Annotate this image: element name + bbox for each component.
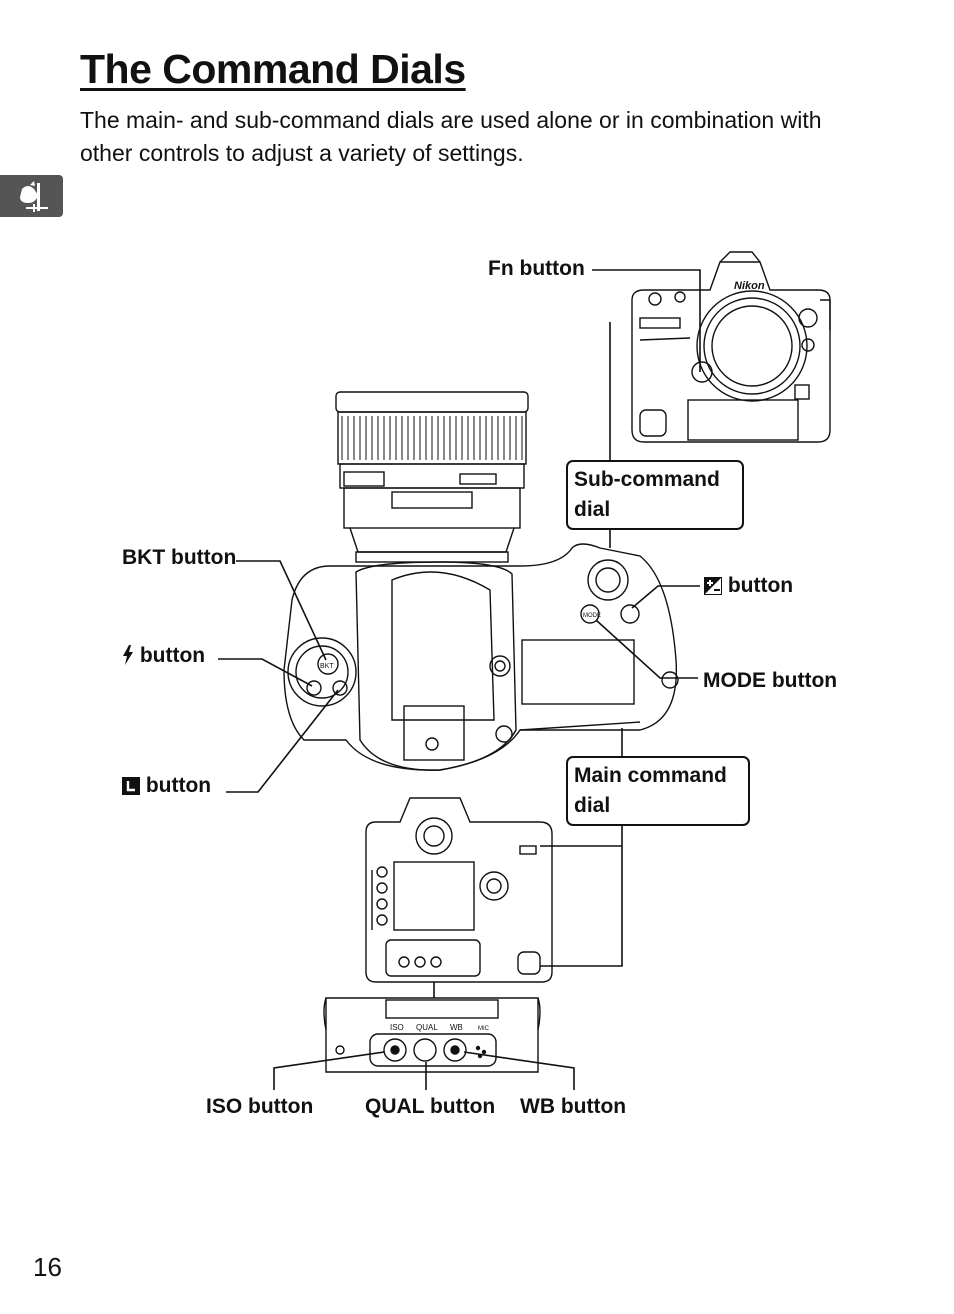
front-camera-brand: Nikon	[734, 280, 765, 292]
back-camera-illustration	[365, 797, 553, 983]
exposure-compensation-button-text: button	[722, 574, 794, 597]
sub-command-dial-label-line2: dial	[574, 498, 611, 521]
main-command-dial-label-line1: Main command	[574, 764, 727, 787]
main-command-dial-label: Main command dial	[566, 756, 750, 826]
flash-button-label: button	[122, 644, 205, 668]
lock-button-text: button	[140, 774, 212, 797]
leader-lines	[218, 269, 701, 1090]
sub-command-dial-label: Sub-command dial	[566, 460, 744, 530]
qual-button-label: QUAL button	[365, 1095, 496, 1118]
front-camera-illustration	[631, 251, 831, 443]
rooster-icon	[20, 181, 48, 212]
wb-button-label: WB button	[520, 1095, 627, 1118]
flash-button-text: button	[134, 644, 206, 667]
fn-button-label: Fn button	[488, 257, 585, 280]
bkt-button-label: BKT button	[122, 546, 237, 569]
sub-command-dial-label-line1: Sub-command	[574, 468, 720, 491]
panel-label-mic: MIC	[478, 1026, 490, 1032]
main-command-dial-label-line2: dial	[574, 794, 611, 817]
rear-panel-detail	[323, 997, 541, 1073]
flash-icon	[123, 645, 133, 665]
panel-label-wb: WB	[450, 1023, 463, 1032]
svg-text:MODE: MODE	[583, 613, 601, 619]
mode-button-label: MODE button	[703, 669, 838, 692]
top-camera-illustration: BKT MODE	[283, 391, 679, 771]
svg-text:BKT: BKT	[320, 663, 334, 670]
exposure-compensation-button-label: button	[704, 574, 793, 598]
exposure-compensation-icon	[704, 577, 722, 595]
iso-button-label: ISO button	[206, 1095, 314, 1118]
panel-label-iso: ISO	[390, 1023, 404, 1032]
lock-icon	[122, 777, 140, 795]
section-tab	[0, 175, 63, 217]
intro-paragraph: The main- and sub-command dials are used…	[80, 107, 822, 166]
page-title: The Command Dials	[80, 46, 466, 92]
lock-button-label: button	[122, 774, 211, 798]
page-number: 16	[33, 1252, 62, 1282]
panel-label-qual: QUAL	[416, 1023, 438, 1032]
